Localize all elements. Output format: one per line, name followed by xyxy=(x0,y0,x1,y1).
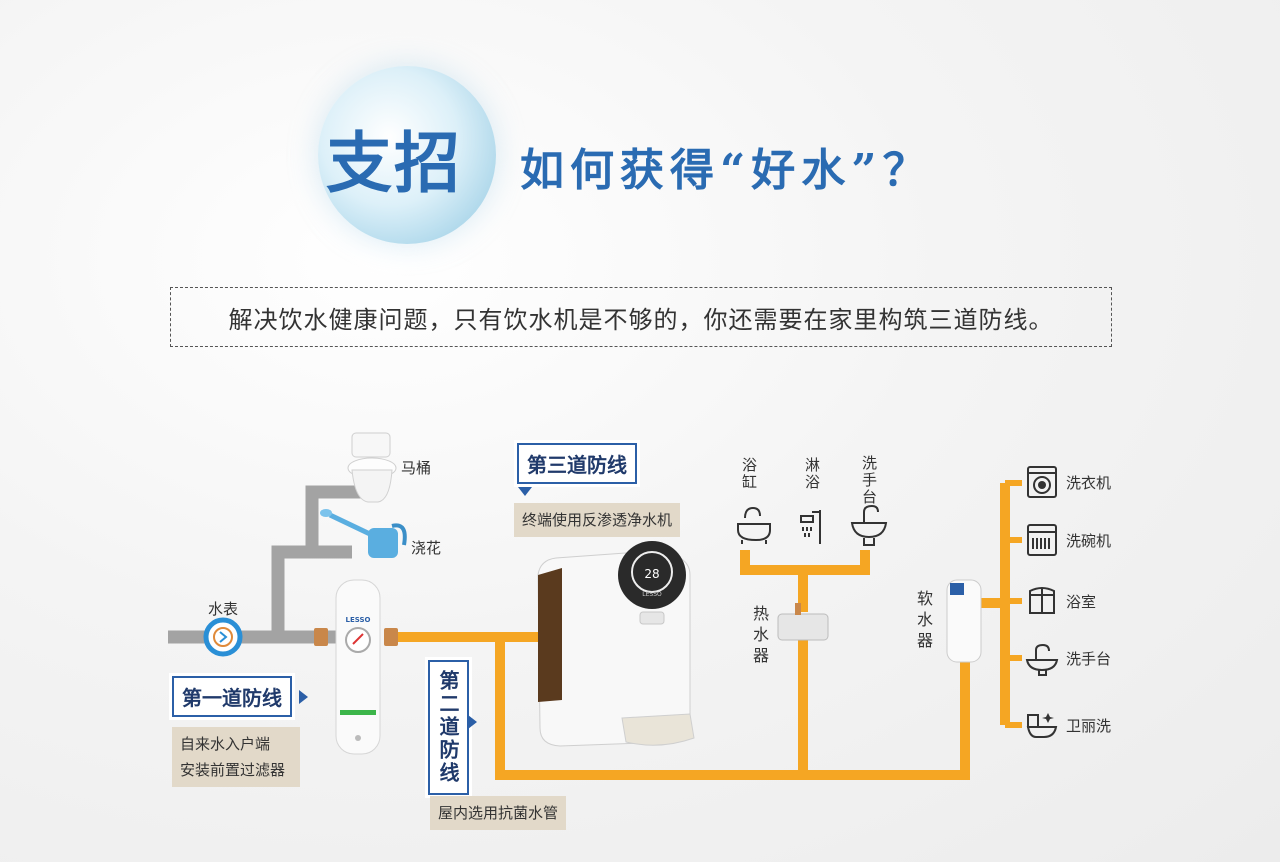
toilet-label: 马桶 xyxy=(401,459,432,477)
toilet-icon xyxy=(1026,713,1058,738)
second-defense-group: 第二道防线 xyxy=(428,660,469,795)
first-defense-group: 第一道防线 xyxy=(172,676,292,717)
purifier-display-text: 28 xyxy=(644,567,659,581)
first-defense-arrow-icon xyxy=(299,690,308,704)
softener-label: 软水器 xyxy=(914,590,933,653)
appliance-label: 洗衣机 xyxy=(1066,473,1112,492)
bathroom-icon xyxy=(1029,587,1055,614)
third-defense-group: 第三道防线 xyxy=(517,443,637,484)
first-defense-desc-line-2: 安装前置过滤器 xyxy=(180,761,286,779)
second-defense-arrow-icon xyxy=(468,715,477,729)
water-meter xyxy=(203,617,243,657)
bathtub-label: 浴缸 xyxy=(740,457,758,491)
watering-can-drawing xyxy=(320,509,407,558)
intro-text: 解决饮水健康问题，只有饮水机是不够的，你还需要在家里构筑三道防线。 xyxy=(228,305,1054,334)
purifier-drawing xyxy=(537,541,695,747)
second-defense-title: 第二道防线 xyxy=(428,660,469,795)
title-main: 支招 xyxy=(326,124,462,202)
orange-pipes xyxy=(390,480,1022,780)
first-defense-desc-line-1: 自来水入户端 xyxy=(180,735,271,753)
first-defense-title: 第一道防线 xyxy=(172,676,292,717)
appliance-item: 浴室 xyxy=(1024,583,1096,619)
second-defense-desc: 屋内选用抗菌水管 xyxy=(430,796,567,830)
appliance-item: 洗衣机 xyxy=(1024,464,1111,500)
appliance-label: 洗碗机 xyxy=(1066,531,1112,550)
softener-drawing xyxy=(946,579,982,663)
water-meter-label: 水表 xyxy=(208,600,239,618)
pre-filter-drawing xyxy=(335,579,381,755)
water-heater-label: 热水器 xyxy=(750,605,769,668)
gray-pipes xyxy=(168,485,370,644)
first-defense-desc: 自来水入户端 安装前置过滤器 xyxy=(172,727,300,787)
title-subtitle: 如何获得“好水”？ xyxy=(520,145,933,196)
intro-text-box: 解决饮水健康问题，只有饮水机是不够的，你还需要在家里构筑三道防线。 xyxy=(170,287,1112,347)
shower-label: 淋浴 xyxy=(803,457,821,491)
appliance-item: 洗碗机 xyxy=(1024,522,1111,558)
appliance-label: 浴室 xyxy=(1066,592,1097,611)
third-defense-arrow-icon xyxy=(518,487,532,496)
bathtub-icon xyxy=(737,506,771,544)
dishwasher-icon xyxy=(1027,524,1057,556)
brass-connectors xyxy=(314,628,398,646)
appliance-item: 卫丽洗 xyxy=(1024,707,1111,743)
appliance-label: 卫丽洗 xyxy=(1066,716,1112,735)
filter-brand-text: LESSO xyxy=(346,616,371,624)
water-heater-drawing xyxy=(777,603,829,641)
third-defense-title: 第三道防线 xyxy=(517,443,637,484)
washing-machine-icon xyxy=(1027,466,1057,498)
appliance-label: 洗手台 xyxy=(1066,649,1112,668)
washbasin-label: 洗手台 xyxy=(860,455,878,506)
shower-icon xyxy=(800,510,821,544)
washbasin-sink-icon xyxy=(850,504,888,546)
washbasin-icon xyxy=(1025,643,1059,676)
toilet-drawing xyxy=(347,432,397,503)
third-defense-desc: 终端使用反渗透净水机 xyxy=(514,503,681,537)
appliance-item: 洗手台 xyxy=(1024,640,1111,676)
watering-label: 浇花 xyxy=(411,539,442,557)
water-drop-decoration xyxy=(318,66,496,244)
purifier-brand-text: LESSO xyxy=(642,591,662,598)
